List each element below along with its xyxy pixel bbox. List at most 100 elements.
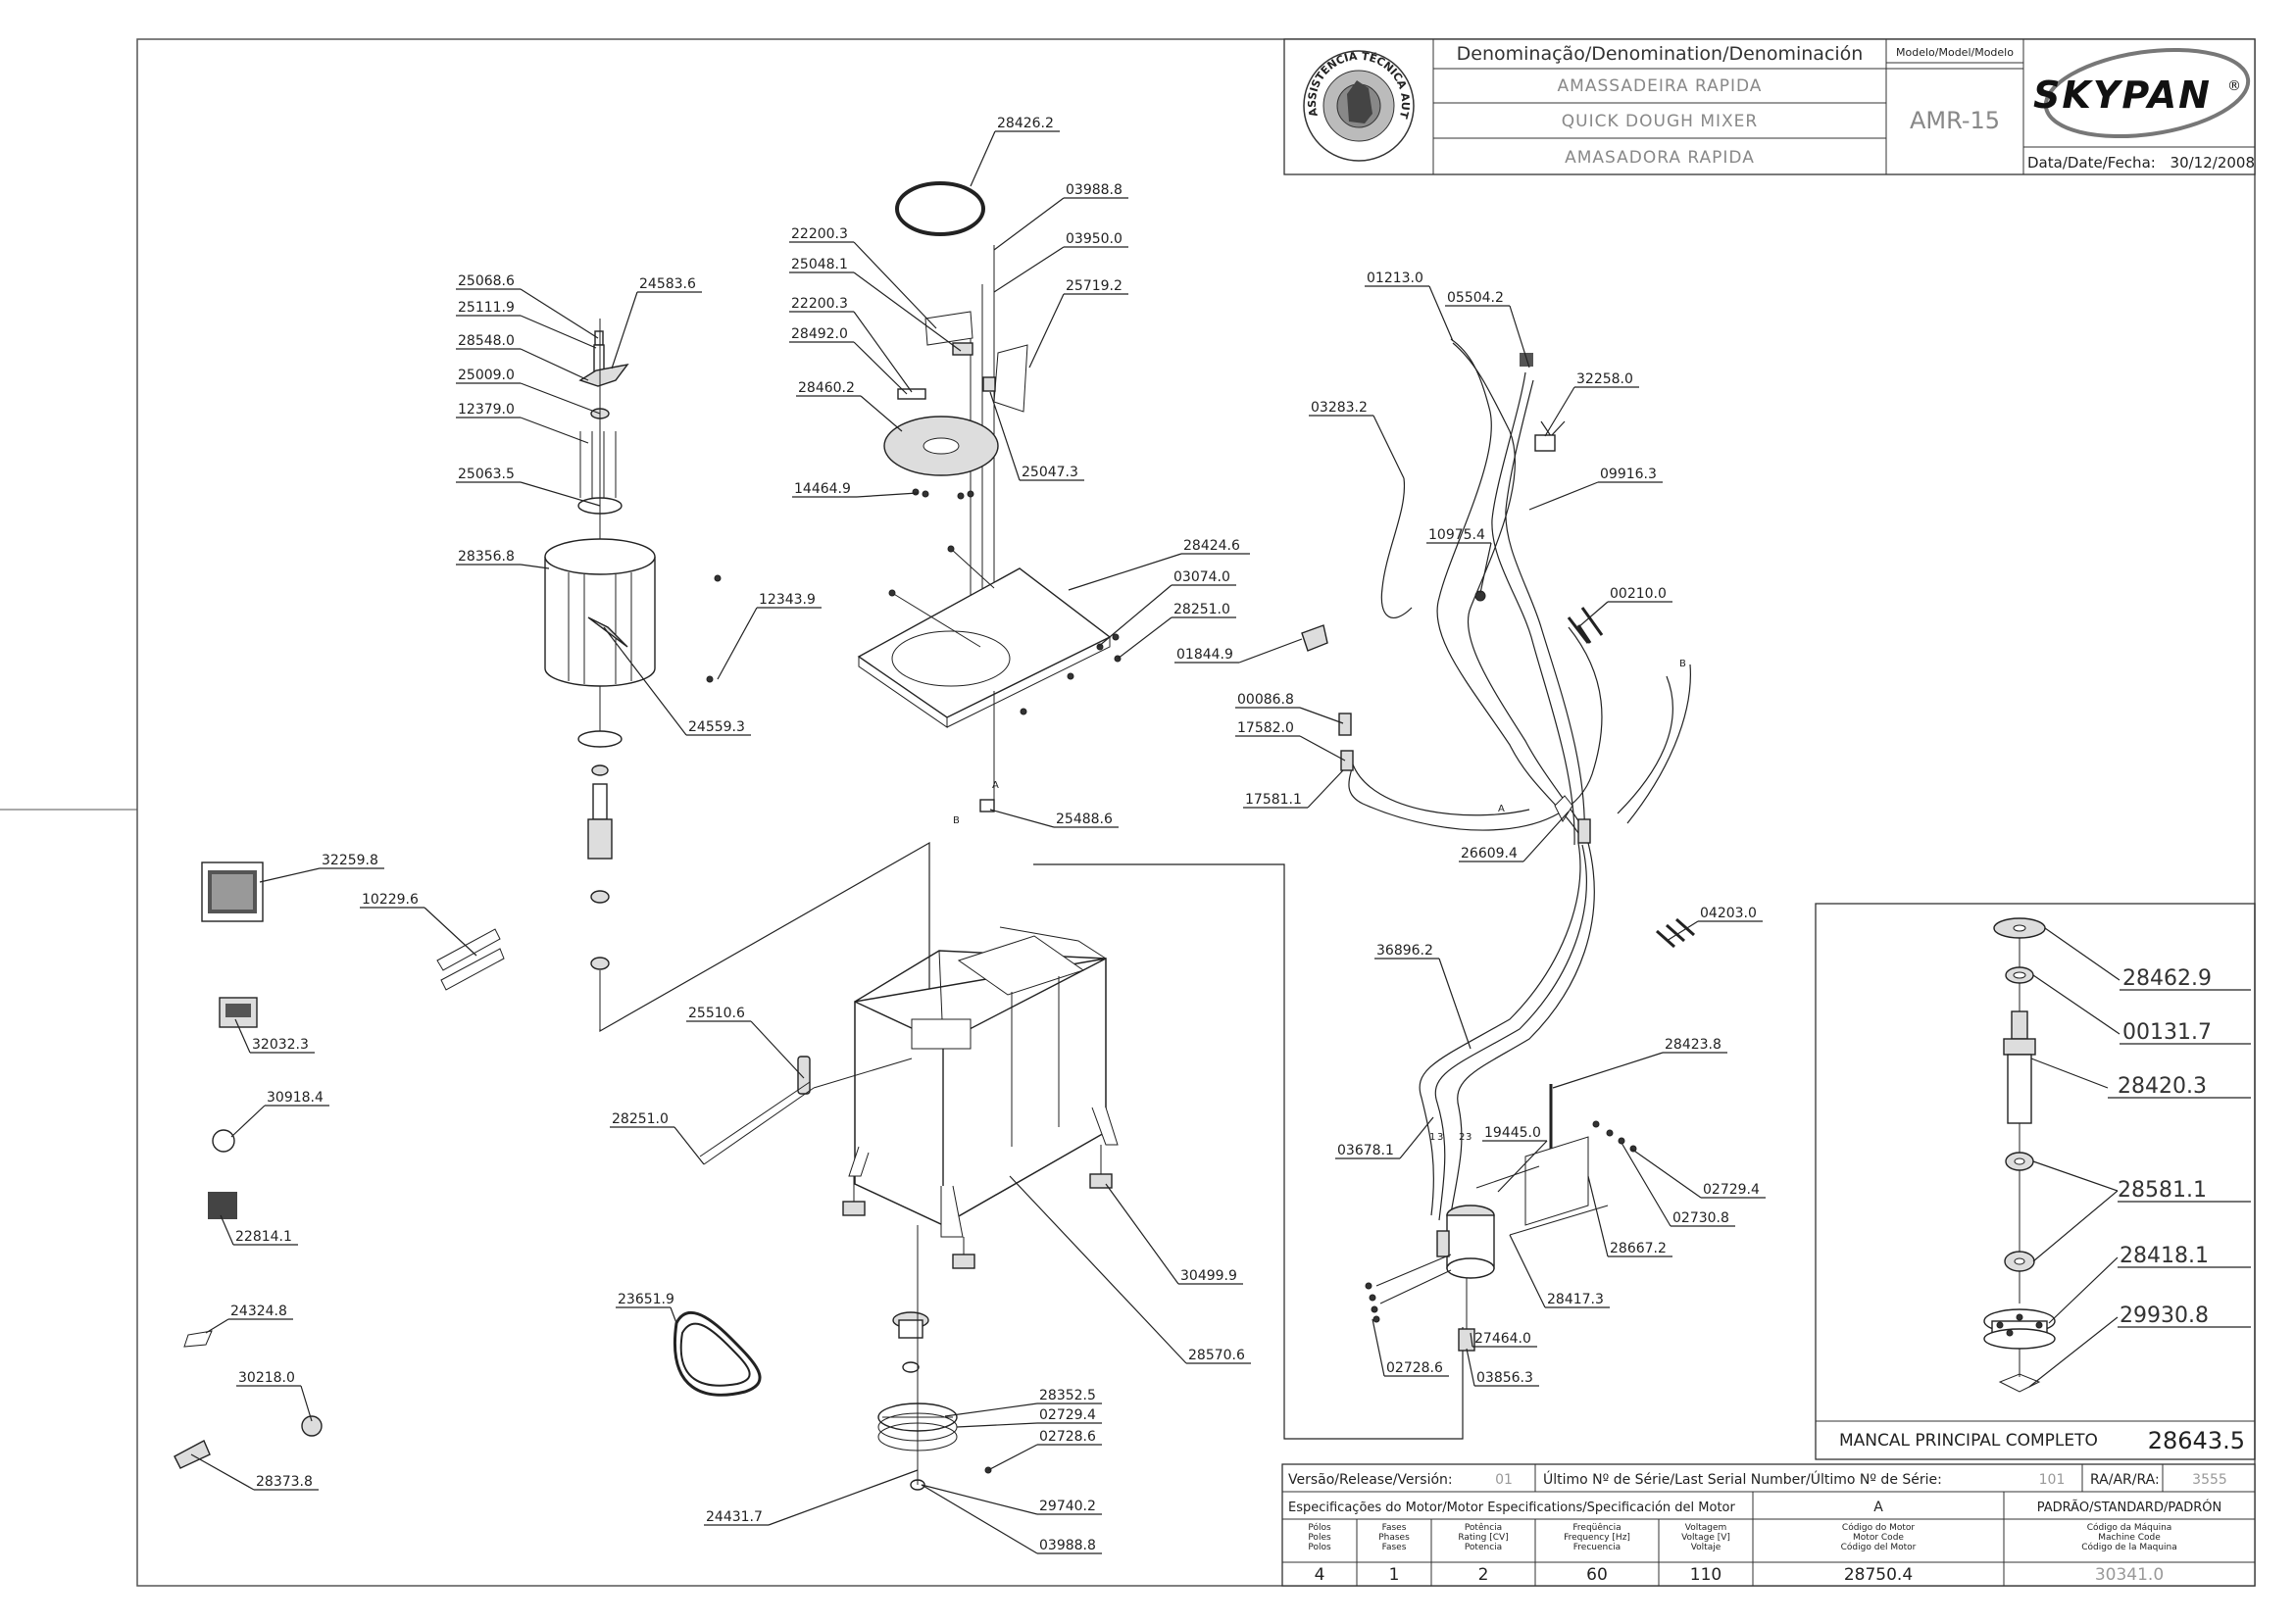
- callout-leader: [768, 1469, 919, 1526]
- callout-leader: [1587, 1175, 1609, 1257]
- seal-text: ASSISTÊNCIA TÉCNICA AUTORIZADA: [0, 0, 1412, 121]
- spec-column-label: Polos: [1308, 1543, 1331, 1552]
- part-number-label: 03678.1: [1337, 1143, 1394, 1158]
- spec-column-label: Pólos: [1308, 1522, 1331, 1533]
- callout-leader: [853, 241, 937, 329]
- spec-columns: PólosPolesPolos4FasesPhasesFases1Potênci…: [1308, 1522, 2176, 1585]
- part-number-label: 29740.2: [1039, 1499, 1096, 1514]
- callout-leader: [190, 1453, 255, 1491]
- ra-label: RA/AR/RA:: [2090, 1472, 2160, 1488]
- part-number-label: 32032.3: [252, 1037, 309, 1053]
- spec-column-value: 2: [1478, 1565, 1489, 1585]
- part-number-label: 28417.3: [1547, 1292, 1604, 1307]
- callout-leader: [944, 1403, 1038, 1417]
- spec-column-label: Motor Code: [1853, 1533, 1904, 1543]
- callout-leader: [1428, 285, 1454, 342]
- part-number-label: 30918.4: [267, 1090, 324, 1106]
- callout-leader: [921, 1484, 1038, 1554]
- part-number-label: 03074.0: [1173, 569, 1230, 585]
- callout-leader: [1399, 1116, 1434, 1159]
- part-number-label: 28460.2: [798, 380, 855, 396]
- ra-value: 3555: [2192, 1472, 2227, 1488]
- callout-leader: [1117, 616, 1172, 660]
- callout-leader: [1522, 811, 1570, 862]
- spec-column-label: Código de la Maquina: [2081, 1542, 2177, 1552]
- callout-leader: [993, 197, 1065, 251]
- callout-leader: [603, 626, 687, 736]
- part-number-label: 25488.6: [1056, 812, 1113, 827]
- spec-column-label: Código da Máquina: [2087, 1522, 2172, 1533]
- callout-leader: [1307, 769, 1344, 809]
- part-number-label: 28548.0: [458, 333, 515, 349]
- part-number-label: 02728.6: [1039, 1429, 1096, 1445]
- drawing-border: [136, 38, 2256, 1587]
- part-number-label: 25009.0: [458, 368, 515, 383]
- authorized-service-seal: ASSISTÊNCIA TÉCNICA AUTORIZADA: [0, 0, 1415, 162]
- part-number-label: 28667.2: [1610, 1241, 1667, 1256]
- callout-leader: [1028, 293, 1065, 369]
- callout-leader: [1630, 1148, 1702, 1199]
- callout-leader: [424, 907, 477, 957]
- callout-leader: [921, 1484, 1038, 1515]
- part-number-label: 09916.3: [1600, 467, 1657, 482]
- base-cabinet: [674, 926, 1119, 1491]
- part-number-label: 25510.6: [688, 1006, 745, 1021]
- part-number-label: 26609.4: [1461, 846, 1518, 861]
- part-number-label: 28570.6: [1188, 1348, 1245, 1363]
- bearing-part-label: 29930.8: [2120, 1304, 2209, 1328]
- date-value: 30/12/2008: [2170, 154, 2255, 172]
- part-number-label: 32258.0: [1576, 371, 1633, 387]
- spec-column-value: 1: [1389, 1565, 1400, 1585]
- callout-leader: [1544, 386, 1575, 437]
- version-value: 01: [1495, 1472, 1513, 1488]
- spec-column-label: Fases: [1382, 1523, 1407, 1533]
- callout-leader: [993, 246, 1065, 293]
- callout-leader: [611, 291, 638, 369]
- spec-column-label: Código do Motor: [1842, 1522, 1915, 1533]
- wire-number: 2: [1459, 1132, 1465, 1143]
- motor-spec-table: Versão/Release/Versión: 01 Último Nº de …: [1281, 1463, 2256, 1587]
- spec-column-label: Frequency [Hz]: [1564, 1533, 1630, 1543]
- part-number-label: 00086.8: [1237, 692, 1294, 708]
- part-number-label: 25068.6: [458, 273, 515, 289]
- model-heading: Modelo/Model/Modelo: [1896, 46, 2014, 59]
- part-number-label: 19445.0: [1484, 1125, 1541, 1141]
- lid-assembly: [857, 181, 1122, 812]
- spec-column-value: 60: [1586, 1565, 1608, 1585]
- callout-leader: [1577, 601, 1609, 628]
- model-value: AMR-15: [1910, 107, 2000, 134]
- spec-column-label: Freqüência: [1572, 1522, 1621, 1533]
- part-number-label: 28426.2: [997, 116, 1054, 131]
- decals-and-small-parts: [174, 861, 505, 1469]
- callout-leader: [1009, 1175, 1187, 1364]
- spec-column-label: Poles: [1308, 1533, 1331, 1543]
- bearing-part-label: 28581.1: [2118, 1178, 2207, 1203]
- callout-leader: [853, 311, 913, 393]
- callout-leader: [853, 341, 908, 395]
- title-block: ASSISTÊNCIA TÉCNICA AUTORIZADA Denominaç…: [0, 0, 2256, 175]
- svg-text:ASSISTÊNCIA TÉCNICA AUTORIZADA: ASSISTÊNCIA TÉCNICA AUTORIZADA: [0, 0, 1412, 121]
- callout-leader: [1479, 542, 1492, 594]
- part-number-label: 05504.2: [1447, 290, 1504, 306]
- callout-leader: [987, 1444, 1038, 1471]
- part-number-label: 02729.4: [1039, 1407, 1096, 1423]
- callout-leader: [1372, 415, 1405, 479]
- connector-letter: B: [1679, 659, 1686, 669]
- part-number-label: 30218.0: [238, 1370, 295, 1386]
- part-number-label: 23651.9: [618, 1292, 674, 1307]
- spec-column-label: Potencia: [1465, 1543, 1502, 1552]
- callout-leader: [1299, 707, 1344, 724]
- wire-number: 3: [1437, 1132, 1443, 1143]
- product-name-es: AMASADORA RAPIDA: [1565, 148, 1755, 168]
- denomination-heading: Denominação/Denomination/Denominación: [1457, 43, 1864, 65]
- callout-leader: [1299, 735, 1346, 762]
- callout-leader: [1621, 1142, 1671, 1227]
- motor-spec-label: Especificações do Motor/Motor Especifica…: [1288, 1501, 1735, 1515]
- part-number-label: 36896.2: [1376, 943, 1433, 959]
- callout-leader: [956, 1422, 1038, 1428]
- callout-leader: [520, 481, 601, 507]
- callout-leader: [205, 1318, 229, 1334]
- part-number-label: 01213.0: [1367, 271, 1423, 286]
- product-name-en: QUICK DOUGH MIXER: [1562, 112, 1758, 131]
- callout-leader: [717, 607, 758, 680]
